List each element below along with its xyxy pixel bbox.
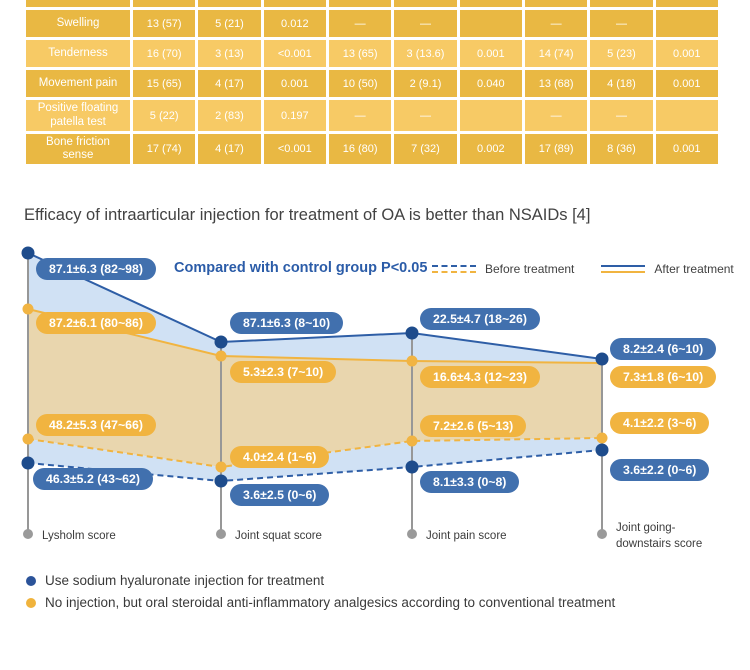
table-cell: — <box>590 10 653 37</box>
axis-label-pain: Joint pain score <box>426 530 507 542</box>
table-cell: 10 (50) <box>328 70 392 97</box>
table-row: Movement pain 15 (65) 4 (17) 0.001 10 (5… <box>26 70 718 97</box>
control-points <box>22 303 608 473</box>
pill-injection-after-downstairs: 8.2±2.4 (6~10) <box>610 338 717 360</box>
table-cell: — <box>590 100 653 131</box>
row-label: Swelling <box>26 10 130 37</box>
table-cell: 0.001 <box>459 40 522 67</box>
pill-injection-after-squat: 87.1±6.3 (8~10) <box>230 312 344 334</box>
significance-annotation: Compared with control group P<0.05 <box>174 260 428 276</box>
legend-item-control: No injection, but oral steroidal anti-in… <box>26 595 615 610</box>
pill-injection-before-downstairs: 3.6±2.2 (0~6) <box>610 459 710 481</box>
dashed-line-swatch <box>432 265 476 273</box>
yellow-dot-icon <box>26 597 36 608</box>
pill-injection-before-pain: 8.1±3.3 (0~8) <box>420 471 520 493</box>
table-cell: 8 (36) <box>590 134 653 164</box>
table-cell: 0.197 <box>263 100 326 131</box>
table-cell: — <box>394 10 457 37</box>
after-treatment-band-fill <box>28 253 602 363</box>
row-label: Movement pain <box>26 70 130 97</box>
table-cell: 13 (57) <box>133 10 196 37</box>
table-cell <box>459 100 522 131</box>
legend-item-injection: Use sodium hyaluronate injection for tre… <box>26 573 615 588</box>
table-cell: 2 (9.1) <box>394 70 457 97</box>
pill-injection-after-lysholm: 87.1±6.3 (82~98) <box>36 258 156 280</box>
table-cell: 13 (68) <box>524 70 588 97</box>
table-cell: 17 (74) <box>133 134 196 164</box>
table-cell: 4 (18) <box>590 70 653 97</box>
pill-control-before-pain: 7.2±2.6 (5~13) <box>420 415 527 437</box>
table-cell: 5 (23) <box>590 40 653 67</box>
injection-after-line <box>27 252 603 360</box>
pill-control-after-pain: 16.6±4.3 (12~23) <box>420 366 540 388</box>
table-row: Swelling 13 (57) 5 (21) 0.012 — — — — <box>26 10 718 37</box>
table-row: Tenderness 16 (70) 3 (13) <0.001 13 (65)… <box>26 40 718 67</box>
table-cell: 0.001 <box>655 70 718 97</box>
pill-control-after-lysholm: 87.2±6.1 (80~86) <box>36 312 156 334</box>
group-legend: Use sodium hyaluronate injection for tre… <box>26 573 615 610</box>
row-label: Bone friction sense <box>26 134 130 164</box>
legend-after-label: After treatment <box>654 262 734 276</box>
table-cell: 4 (17) <box>198 134 261 164</box>
pill-control-before-squat: 4.0±2.4 (1~6) <box>230 446 330 468</box>
table-cell: <0.001 <box>263 134 326 164</box>
axis-base-dots <box>23 529 607 539</box>
table-cell: 3 (13.6) <box>394 40 457 67</box>
table-cell: 0.001 <box>655 40 718 67</box>
table-row: Bone friction sense 17 (74) 4 (17) <0.00… <box>26 134 718 164</box>
pill-injection-before-lysholm: 46.3±5.2 (43~62) <box>33 468 153 490</box>
table-cell: 0.001 <box>263 70 326 97</box>
table-cell: 16 (80) <box>328 134 392 164</box>
table-row-cropped <box>26 0 718 7</box>
pill-control-after-downstairs: 7.3±1.8 (6~10) <box>610 366 717 388</box>
table-cell: — <box>524 10 588 37</box>
table-cell: 0.001 <box>655 134 718 164</box>
row-label: Tenderness <box>26 40 130 67</box>
symptom-table: Swelling 13 (57) 5 (21) 0.012 — — — — Te… <box>26 0 718 164</box>
table-cell: 0.012 <box>263 10 326 37</box>
table-cell: — <box>524 100 588 131</box>
table-cell: 5 (21) <box>198 10 261 37</box>
table-cell: 0.002 <box>459 134 522 164</box>
table-cell: — <box>394 100 457 131</box>
blue-dot-icon <box>26 575 36 586</box>
legend-item-label: Use sodium hyaluronate injection for tre… <box>45 573 325 588</box>
table-cell <box>655 100 718 131</box>
table-cell <box>655 10 718 37</box>
legend-item-label: No injection, but oral steroidal anti-in… <box>45 595 616 610</box>
pill-injection-before-squat: 3.6±2.5 (0~6) <box>230 484 330 506</box>
pill-control-before-lysholm: 48.2±5.3 (47~66) <box>36 414 156 436</box>
axis-label-lysholm: Lysholm score <box>42 530 116 542</box>
table-cell: <0.001 <box>263 40 326 67</box>
table-cell: 14 (74) <box>524 40 588 67</box>
pill-injection-after-pain: 22.5±4.7 (18~26) <box>420 308 540 330</box>
table-cell: — <box>328 10 392 37</box>
table-cell: 3 (13) <box>198 40 261 67</box>
table-cell: 17 (89) <box>524 134 588 164</box>
legend-before-label: Before treatment <box>485 262 575 276</box>
pill-control-before-downstairs: 4.1±2.2 (3~6) <box>610 412 710 434</box>
axis-label-squat: Joint squat score <box>235 530 322 542</box>
solid-line-swatch <box>601 265 646 273</box>
injection-points <box>21 246 609 488</box>
table-cell: 15 (65) <box>133 70 196 97</box>
line-style-legend: Before treatment After treatment <box>432 262 734 276</box>
injection-before-line <box>27 449 603 483</box>
row-label: Positive floating patella test <box>26 100 130 131</box>
pill-control-after-squat: 5.3±2.3 (7~10) <box>230 361 337 383</box>
table-cell: 16 (70) <box>133 40 196 67</box>
table-row: Positive floating patella test 5 (22) 2 … <box>26 100 718 131</box>
table-cell: 0.040 <box>459 70 522 97</box>
table-cell: 7 (32) <box>394 134 457 164</box>
axis-label-downstairs: Joint going-downstairs score <box>616 522 703 550</box>
table-cell: — <box>328 100 392 131</box>
table-cell: 2 (83) <box>198 100 261 131</box>
section-title: Efficacy of intraarticular injection for… <box>24 206 591 224</box>
table-cell: 13 (65) <box>328 40 392 67</box>
table-cell <box>459 10 522 37</box>
table-cell: 5 (22) <box>133 100 196 131</box>
table-cell: 4 (17) <box>198 70 261 97</box>
